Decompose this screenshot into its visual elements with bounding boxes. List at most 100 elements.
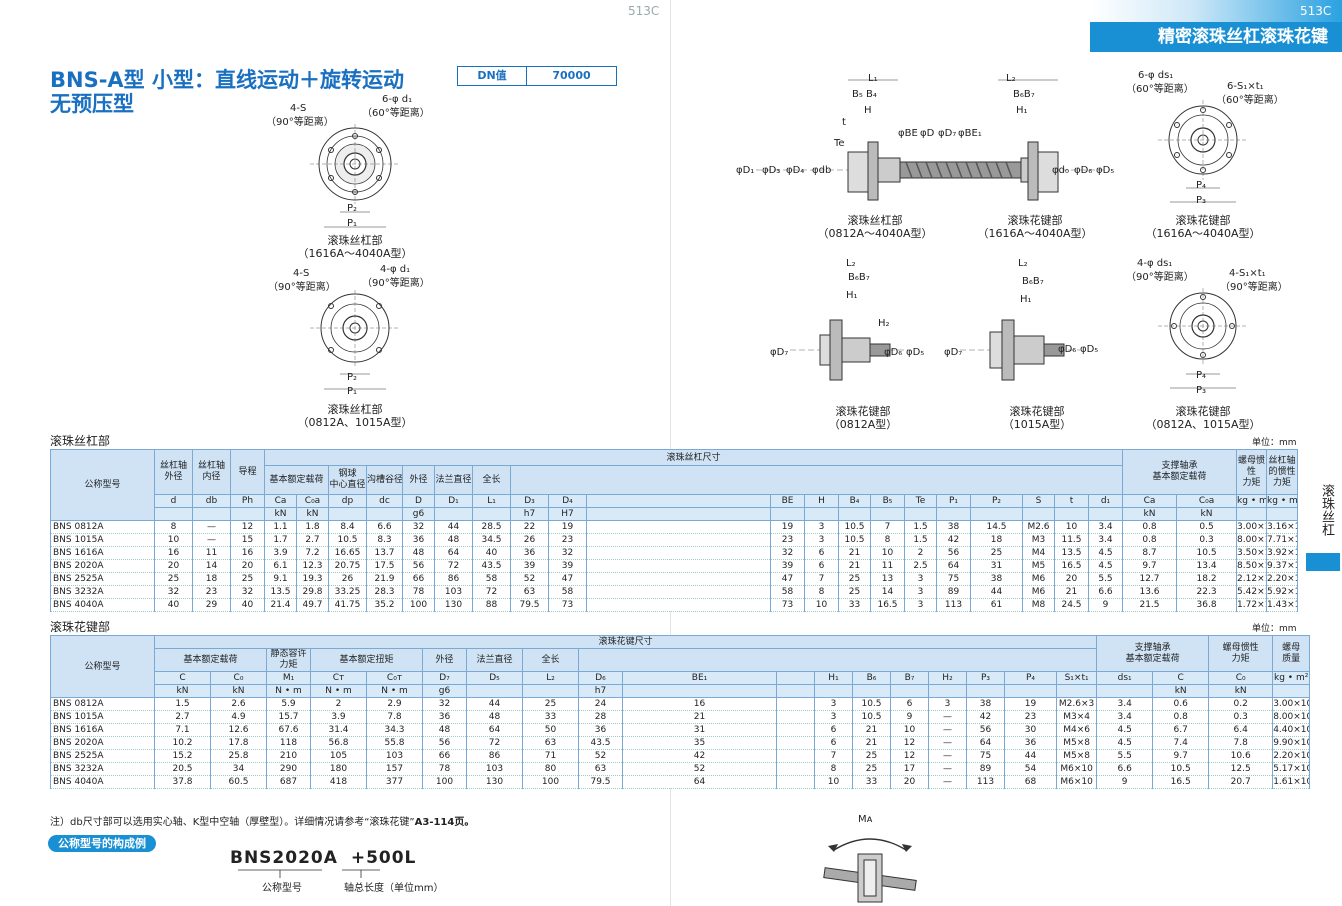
col-header-lead: 导程 — [230, 449, 265, 495]
table-cell: 28.5 — [472, 520, 511, 534]
table-cell: 3.16×10⁻⁹ — [1266, 520, 1299, 534]
ball-screw-table: 公称型号丝杠轴 外径丝杠轴 内径导程滚珠丝杠尺寸支撑轴承 基本额定载荷螺母惯性 … — [50, 448, 1299, 612]
table-cell: 33 — [852, 775, 891, 789]
table-cell: 6.7 — [1152, 723, 1210, 737]
row-model: BNS 3232A — [50, 762, 155, 776]
table-cell: 6 — [814, 723, 853, 737]
table-cell: 100 — [402, 598, 435, 612]
table-cell: 22 — [510, 520, 549, 534]
row-model: BNS 4040A — [50, 598, 155, 612]
label-phiD5-b: φD₅ — [906, 347, 925, 358]
table-cell: 55.8 — [366, 736, 423, 750]
table-cell: M6 — [1022, 585, 1055, 599]
table-cell: 25 — [838, 572, 871, 586]
table-cell: 72 — [466, 736, 523, 750]
dn-value-box: DN值 70000 — [457, 66, 617, 86]
col-symbol: B₆ — [852, 671, 891, 685]
table-cell: M4 — [1022, 546, 1055, 560]
col-unit — [966, 684, 1005, 698]
table-cell: 9.7 — [1152, 749, 1210, 763]
table-cell: 20.5 — [154, 762, 211, 776]
table-cell: 8.3 — [366, 533, 403, 547]
table-cell: 34 — [210, 762, 267, 776]
col-symbol: d — [154, 494, 193, 508]
row-model: BNS 0812A — [50, 520, 155, 534]
table-cell: 26 — [328, 572, 367, 586]
table-cell: 10.5 — [852, 697, 891, 711]
table-cell: 18 — [192, 572, 231, 586]
col-unit: N • m — [310, 684, 367, 698]
col-sym-blank — [586, 494, 771, 508]
fig2-ann-s: 4-S — [293, 268, 310, 279]
table-cell: 63 — [578, 762, 623, 776]
col-symbol: C₀ — [1208, 671, 1274, 685]
label-B6B7: B₆B₇ — [1013, 89, 1035, 100]
table-cell: 79.5 — [510, 598, 549, 612]
table-cell: 73 — [548, 598, 587, 612]
fig-r2b-label: 滚珠花键部 — [1009, 405, 1065, 418]
label-Te: Te — [834, 138, 845, 149]
table-cell: 75 — [966, 749, 1005, 763]
label-L1: L₁ — [868, 73, 878, 84]
table-cell: 25 — [852, 762, 891, 776]
col-unit — [890, 684, 929, 698]
col-unit — [904, 507, 937, 521]
table-cell: 86 — [466, 749, 523, 763]
col-header-torque: 基本额定扭矩 — [310, 648, 423, 672]
table-cell: 3 — [904, 598, 937, 612]
example-model: BNS2020A +500L — [230, 848, 416, 868]
table-cell: 78 — [422, 762, 467, 776]
col-unit — [970, 507, 1023, 521]
fig-r2c-ann-d2: （90°等距离） — [1126, 272, 1194, 283]
spline-header-row-1: 公称型号滚珠花键尺寸支撑轴承 基本额定载荷螺母惯性 力矩螺母 质量 — [50, 635, 1311, 698]
table-cell: 47 — [548, 572, 587, 586]
table-cell: 1.72×10⁻³ — [1236, 598, 1268, 612]
table-cell: 113 — [966, 775, 1005, 789]
table-cell: 12.5 — [1208, 762, 1274, 776]
col-unit: N • m — [366, 684, 423, 698]
col-unit — [522, 684, 579, 698]
table-cell: 2.20×10⁻⁷ — [1266, 572, 1299, 586]
col-symbol: C₀a — [1176, 494, 1238, 508]
table-cell: 3.4 — [1087, 533, 1124, 547]
col-symbol: Ca — [264, 494, 297, 508]
table-cell: 8.00×10⁻⁶ — [1272, 710, 1311, 724]
table-cell: 7 — [804, 572, 839, 586]
row-model: BNS 2525A — [50, 572, 155, 586]
table-cell: 40 — [230, 598, 265, 612]
fig-ann-s: 4-S — [290, 103, 307, 114]
col-header-screw-dims: 滚珠丝杠尺寸 — [263, 448, 1124, 467]
label-phiD5: φD₅ — [1096, 165, 1115, 176]
table-cell: 8 — [870, 533, 905, 547]
table-cell: 39 — [770, 559, 805, 573]
table-cell: 12 — [890, 736, 929, 750]
col-unit-blank — [776, 684, 815, 698]
fig-r1c-label: 滚珠花键部 — [1175, 214, 1231, 227]
table-cell: 10 — [1054, 520, 1089, 534]
screw-header-row-1: 公称型号丝杠轴 外径丝杠轴 内径导程滚珠丝杠尺寸支撑轴承 基本额定载荷螺母惯性 … — [50, 448, 1299, 521]
table-cell: 33 — [522, 710, 579, 724]
table-cell: 20 — [154, 559, 193, 573]
table-cell: 7 — [814, 749, 853, 763]
table-cell: 42 — [966, 710, 1005, 724]
table-cell: 4.5 — [1087, 559, 1124, 573]
row-gap — [776, 775, 815, 789]
col-unit — [852, 684, 891, 698]
label-phidb: φdb — [812, 165, 832, 176]
fig-r1c-ann-d2: （60°等距离） — [1126, 84, 1194, 95]
col-symbol: t — [1054, 494, 1089, 508]
table-cell: 33 — [838, 598, 871, 612]
col-symbol: P₁ — [936, 494, 971, 508]
col-unit — [1096, 684, 1154, 698]
table-cell: 13.7 — [366, 546, 403, 560]
screw-section-title: 滚珠丝杠部 — [50, 434, 111, 448]
table-cell: 17.8 — [210, 736, 267, 750]
table-cell: 10 — [804, 598, 839, 612]
table-cell: 4.5 — [1087, 546, 1124, 560]
col-symbol: kg • m²/mm — [1266, 494, 1299, 508]
